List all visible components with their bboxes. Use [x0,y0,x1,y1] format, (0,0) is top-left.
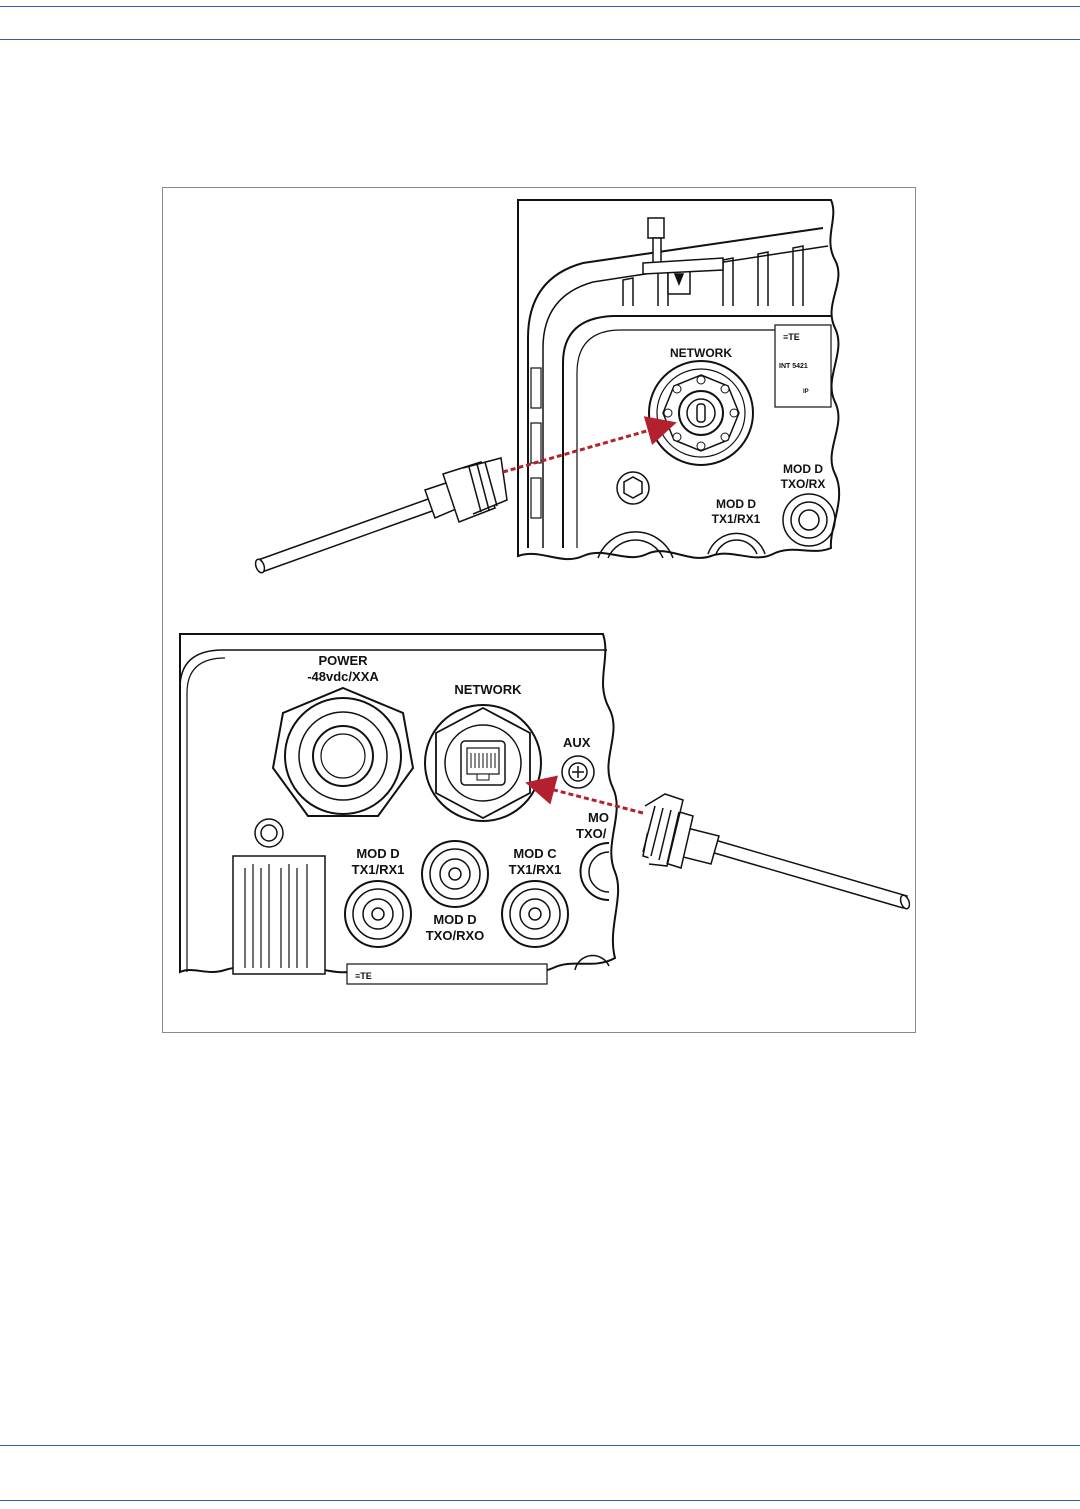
top-diagram: ≡TE INT 5421 IP NETWORK MOD D [254,200,839,574]
header-rule-top [0,6,1080,7]
svg-text:IP: IP [803,389,809,395]
top-mod-d-rx1-line1: MOD D [716,497,756,511]
top-hex-nut [617,472,649,504]
bottom-power-line2: -48vdc/XXA [307,669,379,684]
footer-rule-bottom [0,1500,1080,1501]
top-fiber-cable [254,458,507,574]
installation-figure: ≡TE INT 5421 IP NETWORK MOD D [163,188,917,1034]
svg-text:INT 5421: INT 5421 [779,363,808,370]
svg-text:≡TE: ≡TE [355,971,372,981]
bottom-diagram: POWER -48vdc/XXA NETWORK [180,634,911,984]
bottom-mod-c-rx1-line1: MOD C [513,846,557,861]
bottom-mod-d-rx0-line2: TXO/RXO [426,928,485,943]
bottom-mod-d-rx0-line1: MOD D [433,912,476,927]
bottom-mod-d-rx1-line1: MOD D [356,846,399,861]
bottom-rj45-cable [643,794,911,910]
bottom-aux-port[interactable] [562,756,594,788]
bottom-mod-cut-line1: MO [588,810,609,825]
bottom-network-port[interactable] [425,705,541,821]
bottom-mod-cut-line2: TXO/ [576,826,607,841]
top-network-port[interactable] [649,361,753,465]
bottom-mod-d-rx1-port[interactable] [345,881,411,947]
header-rule-bottom [0,39,1080,40]
top-network-label: NETWORK [670,346,732,360]
bottom-network-label: NETWORK [454,682,522,697]
top-mod-d-rx0-line2: TXO/RX [781,477,826,491]
bottom-aux-label: AUX [563,735,591,750]
bottom-mod-d-rx1-line2: TX1/RX1 [352,862,405,877]
figure-frame: ≡TE INT 5421 IP NETWORK MOD D [162,187,916,1033]
svg-text:≡TE: ≡TE [783,332,800,342]
footer-rule-top [0,1445,1080,1446]
bottom-mod-c-rx1-port[interactable] [502,881,568,947]
bottom-mod-d-rx0-port[interactable] [422,841,488,907]
bottom-mod-c-rx1-line2: TX1/RX1 [509,862,562,877]
bottom-bolt [255,819,283,847]
top-mod-d-rx0-line1: MOD D [783,462,823,476]
top-mod-d-rx1-line2: TX1/RX1 [712,512,761,526]
bottom-power-line1: POWER [318,653,368,668]
top-label-plate: ≡TE INT 5421 IP [775,325,831,407]
